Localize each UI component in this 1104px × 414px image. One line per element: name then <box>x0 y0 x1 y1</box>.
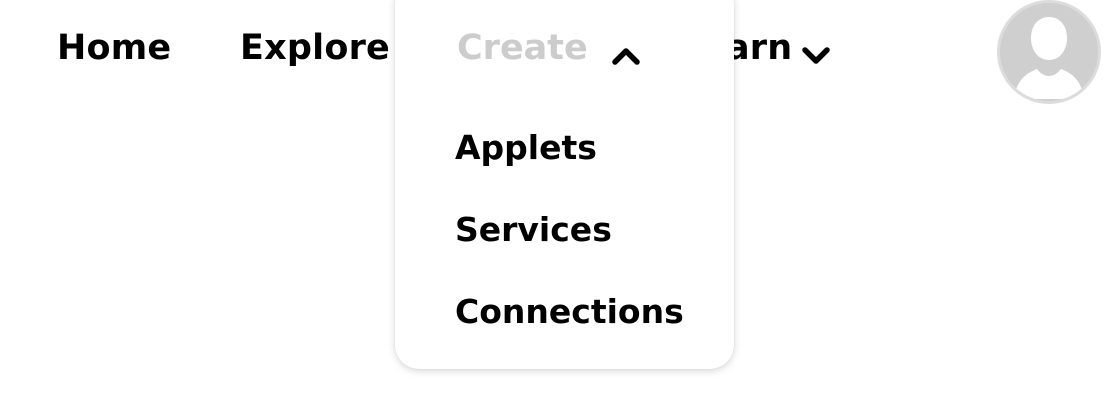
nav-home-link[interactable]: Home <box>57 28 172 68</box>
menu-item-connections[interactable]: Connections <box>455 292 684 331</box>
create-dropdown-menu: Create Applets Services Connections <box>395 0 734 369</box>
main-navigation: Home Explore earn Create Applets Service… <box>0 0 1104 369</box>
menu-item-applets[interactable]: Applets <box>455 128 597 167</box>
nav-explore-link[interactable]: Explore <box>240 28 390 68</box>
user-avatar-button[interactable] <box>997 0 1101 104</box>
nav-create-toggle[interactable]: Create <box>457 26 642 70</box>
nav-create-label: Create <box>457 28 588 68</box>
menu-item-services[interactable]: Services <box>455 210 612 249</box>
user-avatar-icon <box>1000 3 1098 101</box>
chevron-down-icon <box>800 34 832 64</box>
chevron-up-icon <box>610 35 642 65</box>
